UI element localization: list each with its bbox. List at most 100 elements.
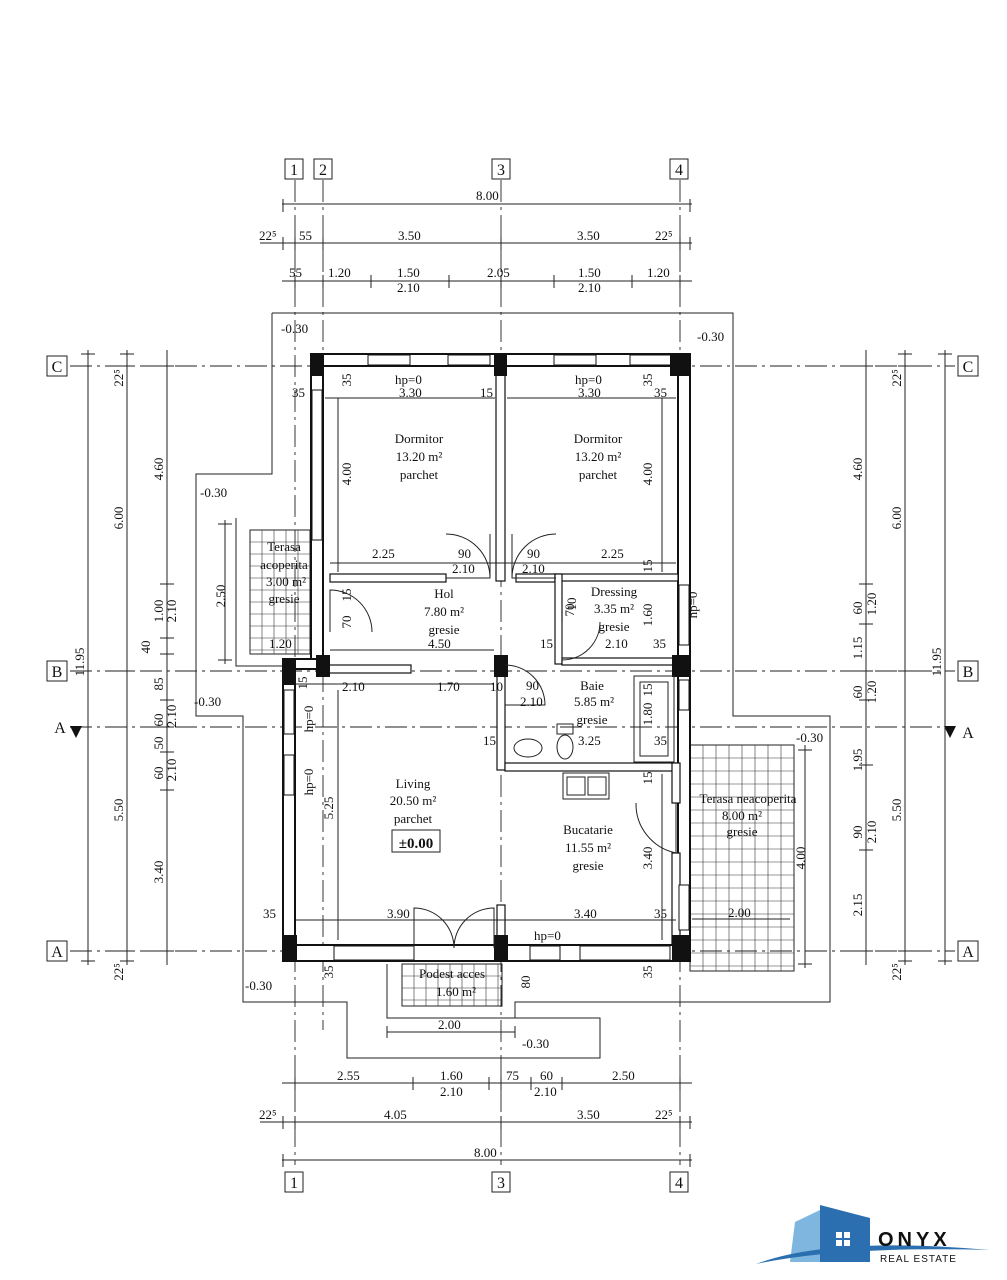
svg-text:Dressing: Dressing [591, 584, 638, 599]
dim-right-115: 1.15 [850, 637, 865, 660]
svg-text:7.80 m²: 7.80 m² [424, 604, 464, 619]
svg-text:3.90: 3.90 [387, 906, 410, 921]
svg-text:80: 80 [518, 976, 533, 989]
dim-top-r2-1: 55 [299, 228, 312, 243]
svg-text:5.25: 5.25 [321, 797, 336, 820]
dims-bottom: 2.55 1.60 75 60 2.50 2.10 2.10 22⁵ 4.05 … [259, 1068, 692, 1167]
dim-right-210: 2.10 [864, 821, 879, 844]
axis-labels-bottom: 1 3 4 [284, 1171, 689, 1193]
svg-text:70: 70 [339, 616, 354, 629]
dim-top-r3b-0: 2.10 [397, 280, 420, 295]
room-living: Living 20.50 m² parchet ±0.00 [390, 776, 441, 853]
svg-text:35: 35 [263, 906, 276, 921]
axis-labels-right: C B A A [944, 355, 979, 962]
dim-left-bot-225: 22⁵ [111, 963, 126, 981]
svg-text:35: 35 [654, 906, 667, 921]
level-bl: -0.30 [245, 978, 272, 993]
level-tr: -0.30 [697, 329, 724, 344]
dim-top-r2-0: 22⁵ [259, 228, 277, 243]
svg-text:8.00 m²: 8.00 m² [722, 808, 762, 823]
dim-top-r2-2: 3.50 [398, 228, 421, 243]
dim-right-60a: 60 [850, 602, 865, 615]
svg-text:Living: Living [396, 776, 431, 791]
svg-text:2.00: 2.00 [438, 1017, 461, 1032]
dim-top-r3b-1: 2.10 [578, 280, 601, 295]
svg-text:90: 90 [458, 546, 471, 561]
axis-label-b-left: B [52, 664, 63, 681]
svg-text:gresie: gresie [598, 619, 629, 634]
svg-text:90: 90 [527, 546, 540, 561]
dim-top-r3-3: 2.05 [487, 265, 510, 280]
svg-text:15: 15 [540, 636, 553, 651]
terasa-neacoperita: Terasa neacoperita 8.00 m² gresie 2.00 [689, 744, 797, 972]
dim-bot-r1-0: 2.55 [337, 1068, 360, 1083]
dim-right-120b: 1.20 [864, 681, 879, 704]
dim-bot-r1-4: 2.50 [612, 1068, 635, 1083]
axis-label-4: 4 [675, 162, 683, 179]
svg-text:70: 70 [562, 604, 577, 617]
podest-acces: Podest acces 1.60 m² 2.00 80 [386, 964, 533, 1038]
axis-label-1-bottom: 1 [290, 1175, 298, 1192]
svg-text:1.20: 1.20 [269, 636, 292, 651]
level-labels: -0.30 -0.30 -0.30 -0.30 -0.30 -0.30 -0.3… [194, 321, 823, 1051]
svg-text:3.25: 3.25 [578, 733, 601, 748]
svg-text:3.30: 3.30 [399, 385, 422, 400]
dim-top-r3-1: 1.20 [328, 265, 351, 280]
svg-text:Dormitor: Dormitor [574, 431, 623, 446]
svg-text:13.20 m²: 13.20 m² [575, 449, 622, 464]
svg-text:1.60 m²: 1.60 m² [436, 984, 476, 999]
svg-text:15: 15 [295, 677, 310, 690]
dim-left-100: 1.00 [151, 600, 166, 623]
svg-text:Terasa neacoperita: Terasa neacoperita [700, 791, 797, 806]
level-r: -0.30 [796, 730, 823, 745]
axis-labels-left: C B A A [46, 355, 82, 962]
svg-text:35: 35 [653, 636, 666, 651]
svg-text:3.40: 3.40 [574, 906, 597, 921]
svg-text:gresie: gresie [428, 622, 459, 637]
svg-text:2.10: 2.10 [520, 694, 543, 709]
axis-label-3-bottom: 3 [497, 1175, 505, 1192]
dim-right-120a: 1.20 [864, 593, 879, 616]
dim-left-210b: 2.10 [164, 705, 179, 728]
dim-right-upper: 6.00 [889, 507, 904, 530]
dim-bot-r2-3: 22⁵ [655, 1107, 673, 1122]
dim-bot-r1-2: 75 [506, 1068, 519, 1083]
room-dormitor-right: Dormitor 13.20 m² parchet [574, 431, 623, 482]
svg-text:gresie: gresie [572, 858, 603, 873]
svg-text:35: 35 [640, 374, 655, 387]
dim-left-lower: 5.50 [111, 799, 126, 822]
dim-left-40: 40 [138, 641, 153, 654]
dim-bot-r1b-1: 2.10 [534, 1084, 557, 1099]
dim-left-top-225: 22⁵ [111, 369, 126, 387]
svg-text:3.40: 3.40 [640, 847, 655, 870]
svg-text:1.80: 1.80 [640, 703, 655, 726]
dim-top-r3-2: 1.50 [397, 265, 420, 280]
svg-text:hp=0: hp=0 [575, 372, 602, 387]
svg-text:4.00: 4.00 [640, 463, 655, 486]
dim-right-lower: 5.50 [889, 799, 904, 822]
room-hol: Hol 7.80 m² gresie [424, 586, 464, 637]
dim-right-top-225: 22⁵ [889, 369, 904, 387]
svg-text:Podest acces: Podest acces [419, 966, 485, 981]
svg-text:2.10: 2.10 [522, 561, 545, 576]
dim-right-90: 90 [850, 826, 865, 839]
svg-text:3.00 m²: 3.00 m² [266, 574, 306, 589]
svg-text:35: 35 [292, 385, 305, 400]
axis-label-a-right: A [962, 944, 974, 961]
onyx-logo: ONYX REAL ESTATE [756, 1205, 990, 1265]
svg-text:parchet: parchet [400, 467, 439, 482]
grid-axes [70, 180, 955, 1165]
svg-text:15: 15 [640, 560, 655, 573]
section-label-a-left: A [54, 720, 66, 737]
level-ml: -0.30 [200, 485, 227, 500]
dim-top-r2-4: 22⁵ [655, 228, 673, 243]
dims-right: 11.95 6.00 5.50 22⁵ 22⁵ 4.60 60 1.15 60 … [793, 350, 952, 981]
svg-text:2.00: 2.00 [728, 905, 751, 920]
svg-text:15: 15 [640, 772, 655, 785]
dims-left: 11.95 6.00 5.50 22⁵ 22⁵ 4.60 1.00 40 85 … [72, 350, 232, 981]
svg-text:Hol: Hol [434, 586, 454, 601]
svg-text:4.00: 4.00 [339, 463, 354, 486]
svg-text:gresie: gresie [576, 712, 607, 727]
svg-text:Terasa: Terasa [267, 539, 301, 554]
dim-right-outer: 11.95 [929, 648, 944, 677]
